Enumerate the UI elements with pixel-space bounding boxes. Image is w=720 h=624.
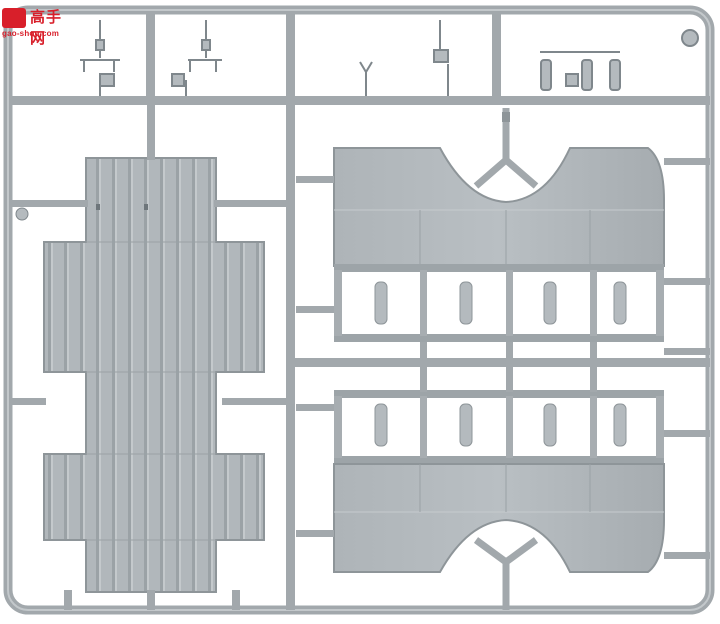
- small-parts-top: [80, 20, 699, 96]
- watermark-badge-icon: [2, 8, 26, 28]
- watermark-url: gao-shou.com: [2, 29, 60, 38]
- site-watermark-logo: 高手网 gao-shou.com: [2, 2, 72, 47]
- upper-side-panel-part: [333, 108, 665, 342]
- floor-panel-gates: [10, 104, 290, 610]
- top-runner-row: [10, 12, 710, 610]
- middle-runner: [290, 158, 710, 559]
- lower-side-panel-part: [333, 390, 665, 610]
- watermark-logo-text: 高手网: [30, 8, 63, 47]
- outer-runner-frame: [3, 5, 715, 615]
- floor-panel-part: [43, 157, 265, 593]
